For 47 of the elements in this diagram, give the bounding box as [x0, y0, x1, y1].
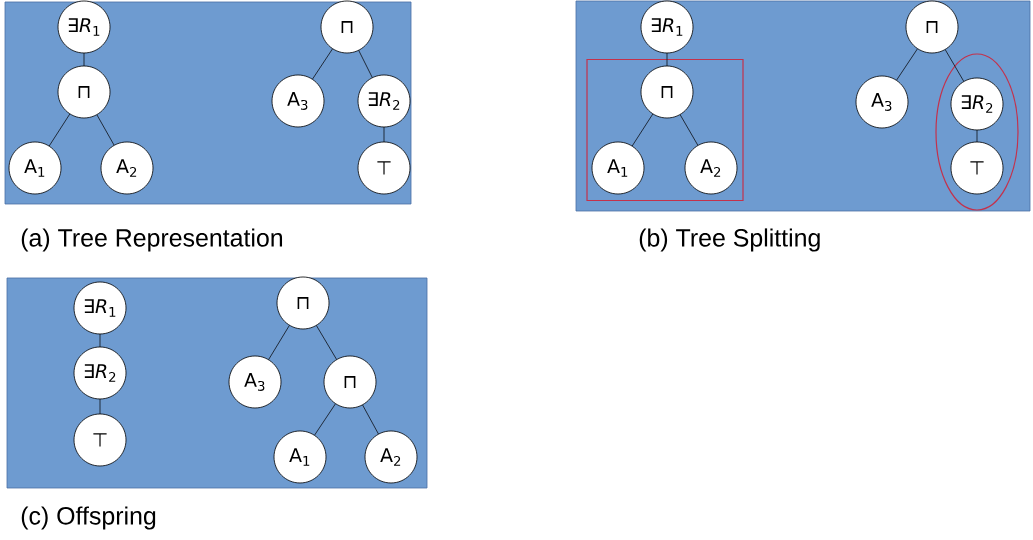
tree-node: ⊓ — [320, 0, 374, 54]
tree-edge — [631, 113, 654, 147]
tree-edge — [313, 403, 337, 436]
tree-edge — [976, 129, 978, 143]
tree-node: A$_{2}$ — [684, 141, 738, 195]
tree-edge — [383, 126, 385, 143]
highlight-ellipse — [935, 53, 1019, 211]
panel-caption: (b) Tree Splitting — [639, 228, 820, 252]
tree-node: ⊤ — [73, 413, 127, 467]
tree-edge — [666, 52, 668, 67]
panel-caption: (c) Offspring — [21, 506, 156, 530]
tree-node: ⊤ — [357, 141, 411, 195]
tree-edge — [311, 48, 334, 80]
tree-edge — [358, 49, 373, 79]
tree-node: ⊓ — [323, 355, 377, 409]
tree-edge — [895, 48, 919, 81]
tree-node: ∃R$_{2}$ — [357, 74, 411, 128]
tree-node: ⊓ — [640, 65, 694, 119]
tree-node: ∃R$_{2}$ — [73, 346, 127, 400]
tree-node: ⊤ — [950, 141, 1004, 195]
tree-node: A$_{2}$ — [100, 141, 154, 195]
tree-edge — [362, 404, 380, 435]
tree-edge — [679, 114, 699, 146]
tree-node: A$_{3}$ — [228, 355, 282, 409]
tree-edge — [268, 324, 290, 361]
tree-node: ∃R$_{1}$ — [640, 0, 694, 54]
tree-node: A$_{1}$ — [273, 430, 327, 484]
tree-node: ∃R$_{1}$ — [57, 0, 111, 54]
tree-edge — [315, 324, 338, 361]
tree-edge — [99, 398, 101, 415]
tree-node: A$_{1}$ — [591, 141, 645, 195]
tree-node: A$_{3}$ — [271, 74, 325, 128]
tree-edge — [96, 114, 115, 146]
tree-node: ⊓ — [276, 276, 330, 330]
tree-edge — [99, 333, 101, 348]
panel-caption: (a) Tree Representation — [21, 228, 283, 252]
tree-node: ∃R$_{1}$ — [73, 281, 127, 335]
tree-node: A$_{2}$ — [364, 430, 418, 484]
tree-node: A$_{1}$ — [8, 141, 62, 195]
tree-node: A$_{3}$ — [855, 75, 909, 129]
tree-node: ⊓ — [905, 0, 959, 54]
tree-node: ∃R$_{2}$ — [950, 77, 1004, 131]
highlight-box — [586, 58, 744, 202]
tree-edge — [83, 52, 85, 67]
tree-edge — [944, 48, 965, 83]
tree-node: ⊓ — [57, 65, 111, 119]
tree-edge — [48, 113, 71, 147]
